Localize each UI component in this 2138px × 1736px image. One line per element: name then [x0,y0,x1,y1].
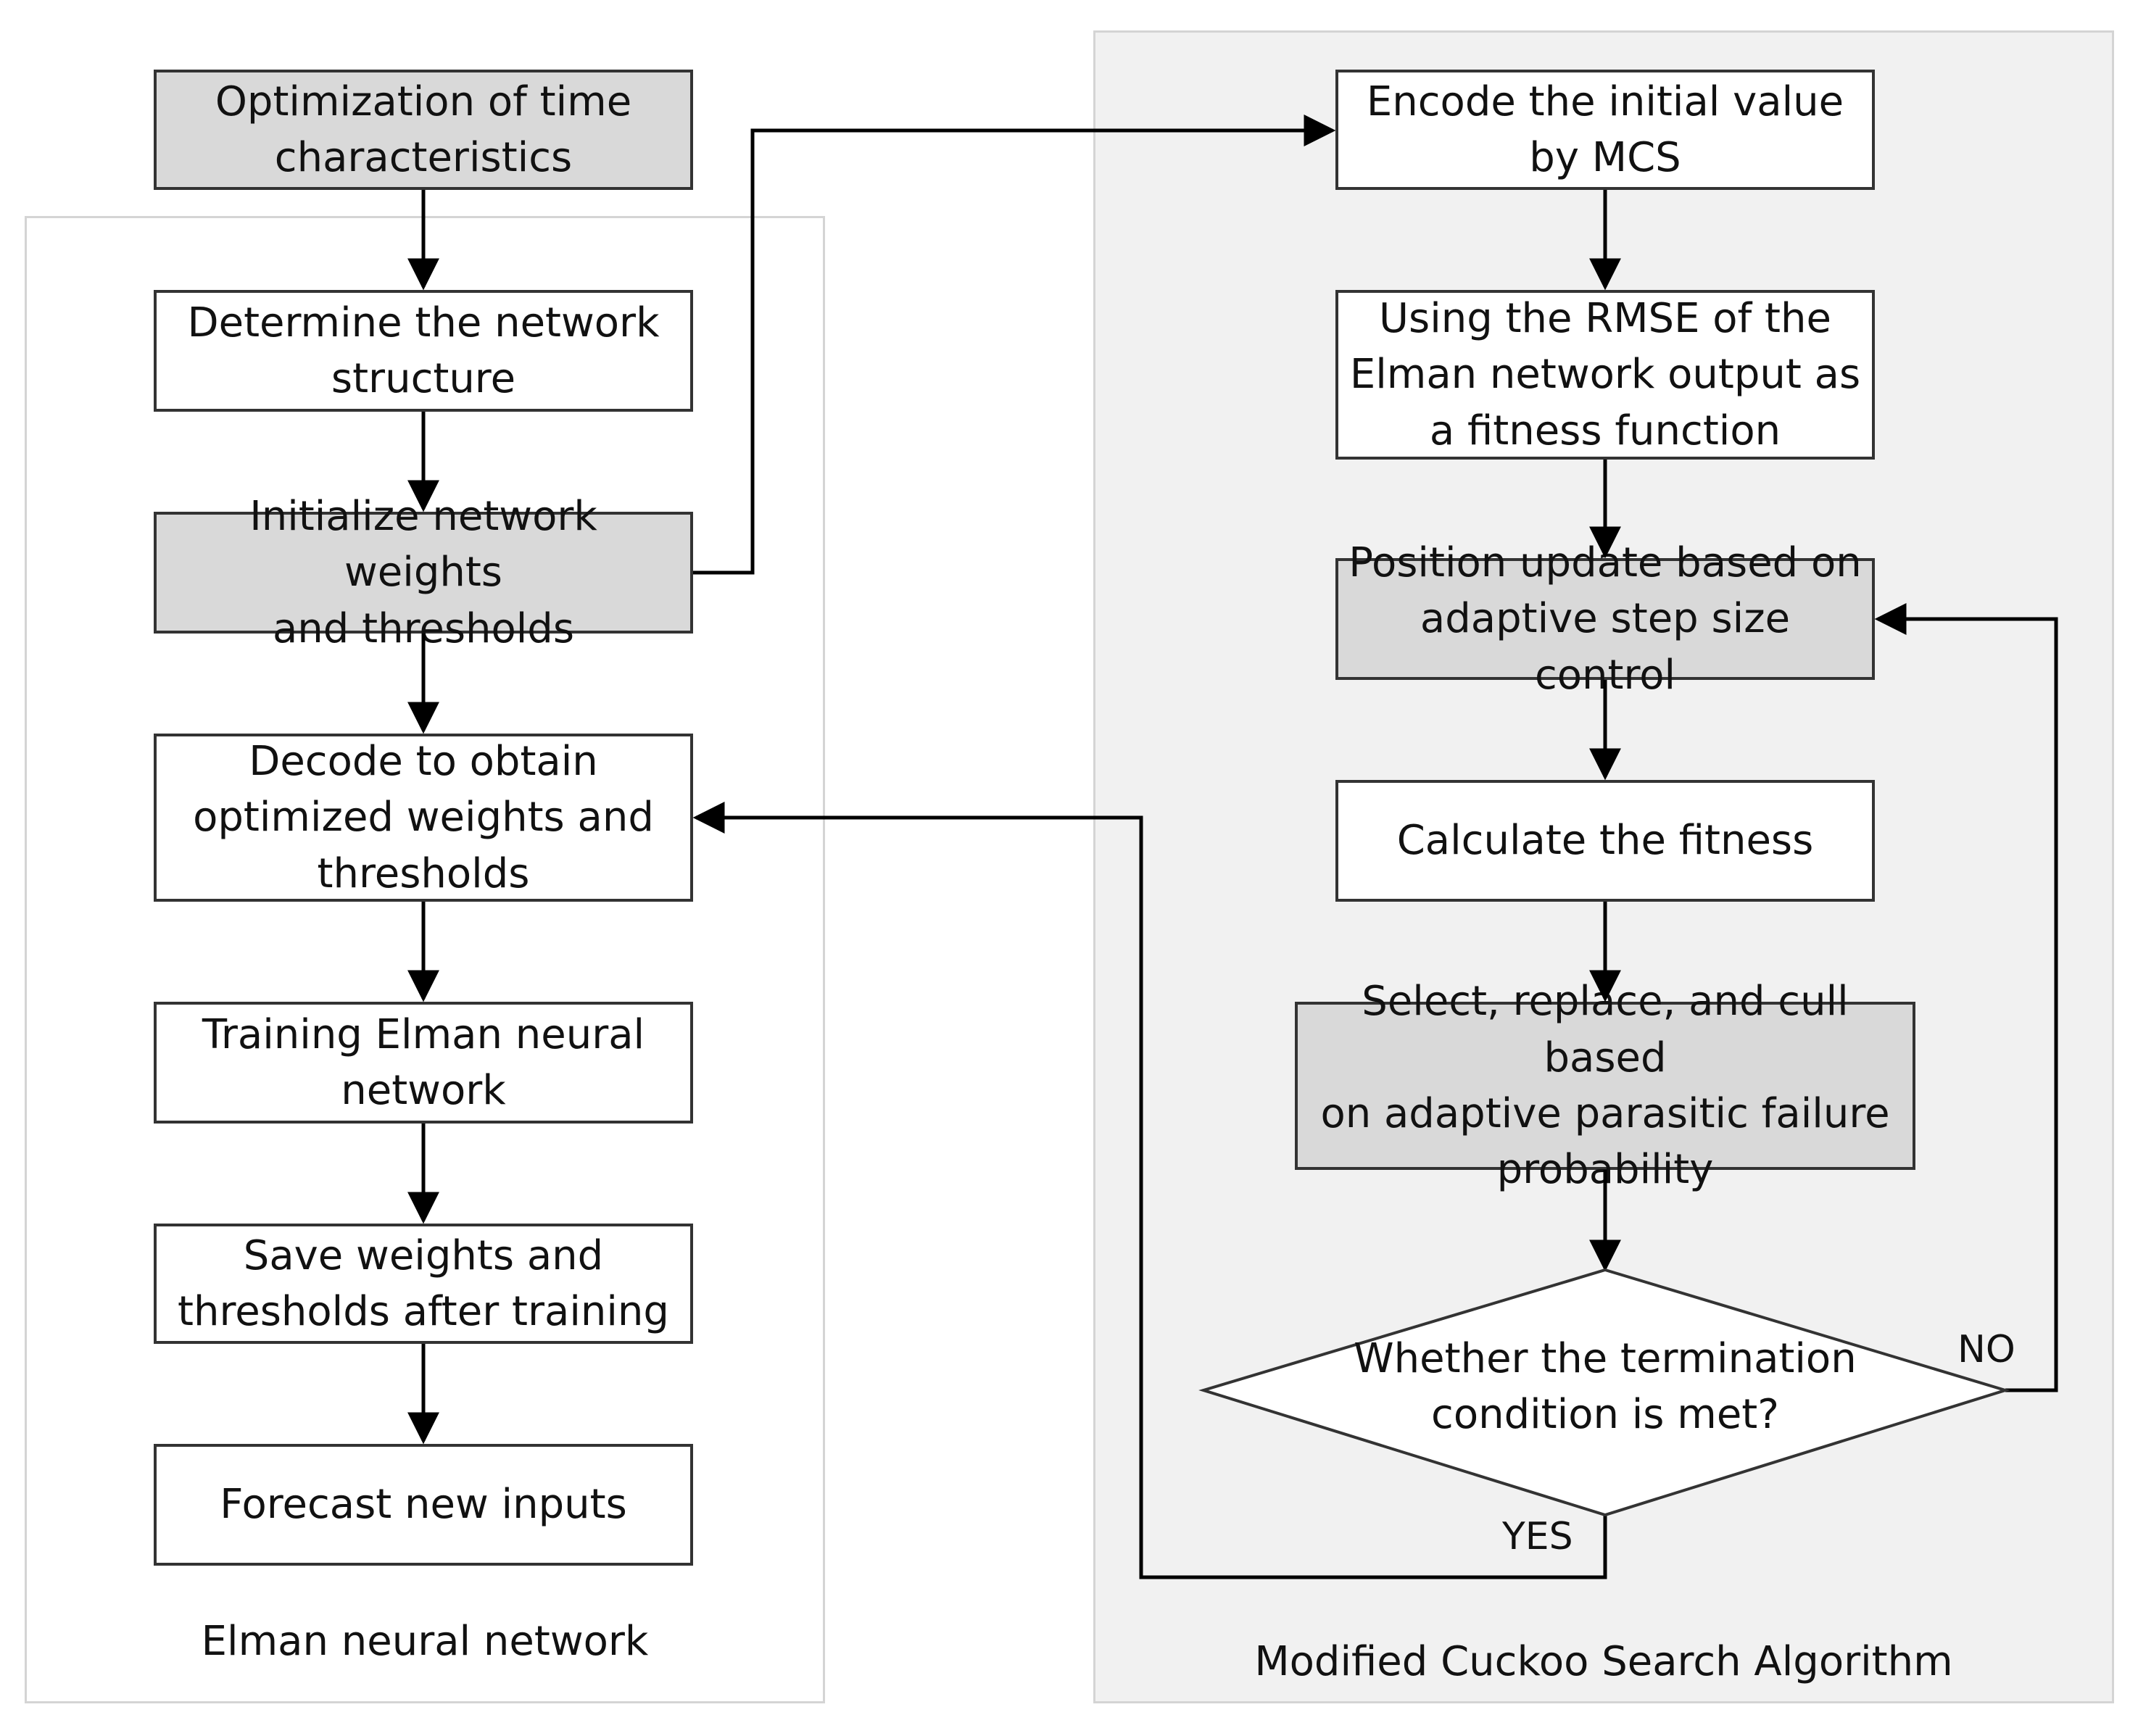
yes-label: YES [1502,1515,1573,1558]
step-optimize-time-characteristics: Optimization of time characteristics [154,70,693,190]
step-encode-initial-value: Encode the initial value by MCS [1335,70,1875,190]
elman-panel-caption: Elman neural network [201,1618,649,1665]
decision-termination-condition: Whether the termination condition is met… [1354,1335,1857,1439]
step-rmse-fitness-function: Using the RMSE of the Elman network outp… [1335,290,1875,460]
no-label: NO [1957,1328,2015,1371]
step-decode-optimized-weights: Decode to obtain optimized weights and t… [154,734,693,902]
decision-diamond [1198,1268,2010,1517]
step-save-weights-thresholds: Save weights and thresholds after traini… [154,1224,693,1344]
step-forecast-new-inputs: Forecast new inputs [154,1444,693,1566]
step-calculate-fitness: Calculate the fitness [1335,780,1875,902]
arrow-initialize-to-encode [693,115,1336,575]
step-train-elman-network: Training Elman neural network [154,1002,693,1124]
arrow-yes-to-decode [692,802,1607,1579]
step-determine-network-structure: Determine the network structure [154,290,693,412]
arrow-no-loop [1874,603,2058,1392]
mcs-panel-caption: Modified Cuckoo Search Algorithm [1254,1638,1953,1685]
